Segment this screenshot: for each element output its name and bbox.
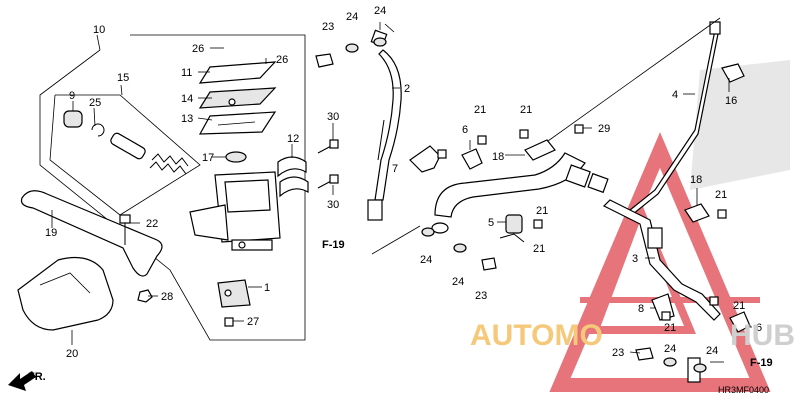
label-23c: 23 (612, 347, 624, 359)
label-21a: 21 (474, 104, 486, 116)
label-6b: 6 (756, 322, 762, 334)
label-21c: 21 (536, 205, 548, 217)
watermark-text-right: HUB (730, 319, 795, 352)
label-26a: 26 (192, 43, 204, 55)
watermark-text-left: AUTOMO (470, 319, 603, 352)
label-11: 11 (181, 67, 192, 79)
label-21d: 21 (533, 243, 545, 255)
label-9: 9 (69, 90, 75, 102)
label-10: 10 (93, 24, 105, 36)
label-13: 13 (181, 113, 193, 125)
leader-lines (51, 17, 752, 363)
label-1: 1 (264, 282, 270, 294)
part-18-clamp-upper (524, 139, 556, 161)
part-30-bolts (317, 139, 339, 189)
main-hose (431, 152, 609, 234)
part-22-pivot-bolt (119, 214, 131, 245)
label-29: 29 (598, 123, 610, 135)
label-8: 8 (638, 303, 644, 315)
part-18-clamp-lower (684, 203, 710, 223)
label-21b: 21 (520, 104, 532, 116)
label-18a: 18 (492, 151, 504, 163)
reservoir-cap-stack (198, 61, 277, 135)
label-25: 25 (89, 97, 101, 109)
label-19: 19 (45, 227, 57, 239)
label-24f: 24 (706, 345, 718, 357)
label-14: 14 (181, 93, 193, 105)
part-27-screw (224, 317, 234, 327)
label-6a: 6 (462, 124, 468, 136)
part-17-ring (225, 151, 247, 163)
label-20: 20 (66, 348, 78, 360)
label-5: 5 (488, 217, 494, 229)
part-9-cup (63, 110, 83, 128)
ref-label-f19-right: F-19 (750, 357, 773, 369)
small-bolts-21 (437, 124, 727, 321)
lower-washers (663, 357, 707, 373)
label-24c: 24 (420, 254, 432, 266)
label-24d: 24 (452, 276, 464, 288)
label-26b: 26 (276, 54, 288, 66)
fr-label: FR. (28, 371, 46, 383)
part-20-cover (17, 257, 114, 331)
fr-arrow (8, 371, 36, 391)
watermark-dots (690, 60, 790, 190)
label-21f: 21 (733, 300, 745, 312)
label-17: 17 (202, 152, 214, 164)
part-7-bracket (409, 145, 441, 173)
label-24e: 24 (664, 343, 676, 355)
label-2: 2 (404, 83, 410, 95)
part-5-clip (499, 214, 525, 243)
label-28: 28 (161, 291, 173, 303)
diagram-code: HR3MF0400 (718, 385, 769, 395)
part-25-circlip (91, 123, 105, 137)
label-15: 15 (117, 72, 129, 84)
label-21e: 21 (715, 189, 727, 201)
label-21g: 21 (664, 322, 676, 334)
part-16-clip (721, 63, 745, 83)
label-16: 16 (725, 95, 737, 107)
label-7: 7 (392, 163, 398, 175)
part-28-nut (137, 289, 153, 303)
label-30b: 30 (327, 199, 339, 211)
top-bolt-washers (315, 37, 387, 68)
label-22: 22 (146, 218, 158, 230)
label-4: 4 (672, 89, 678, 101)
part-12-clamp (277, 156, 309, 198)
label-23a: 23 (322, 21, 334, 33)
part-1-switch (217, 279, 251, 308)
label-18b: 18 (690, 174, 702, 186)
label-24a: 24 (346, 11, 358, 23)
label-30a: 30 (327, 111, 339, 123)
ref-label-f19-left: F-19 (322, 239, 345, 251)
master-cylinder-frame (39, 34, 306, 341)
label-27: 27 (247, 316, 259, 328)
piston-assembly (110, 132, 189, 175)
label-23b: 23 (475, 290, 487, 302)
part-6-clamp-upper (461, 148, 483, 170)
label-3: 3 (632, 253, 638, 265)
brake-lever (20, 190, 163, 277)
label-24b: 24 (374, 5, 386, 17)
middle-washers-bolt (421, 227, 497, 271)
hose-2 (367, 29, 402, 221)
label-12: 12 (287, 133, 299, 145)
part-number-labels: 10 15 9 25 26 26 11 14 13 17 12 30 30 19… (45, 5, 762, 360)
part-23-bolt-lower (635, 347, 654, 361)
master-cylinder-body (189, 171, 281, 251)
